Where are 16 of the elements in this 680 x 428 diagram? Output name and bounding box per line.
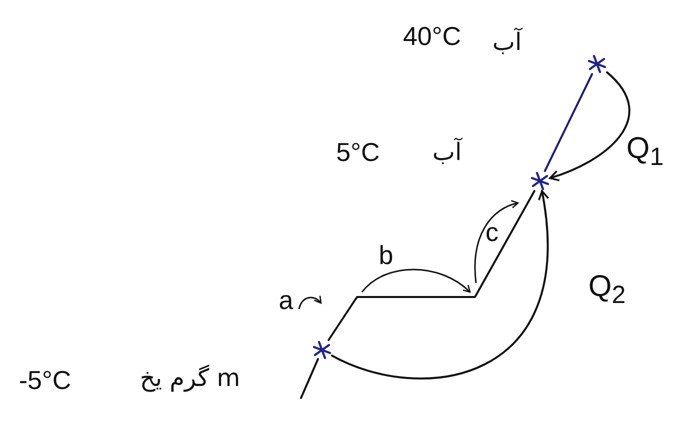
point-mark [531,172,549,190]
point-mark [588,55,606,73]
segment-label: c [486,219,498,245]
state-label: آب [432,140,462,164]
state-label: آب [492,30,522,54]
segment-label: a [278,287,294,313]
point-mark [313,341,331,359]
temperature-label: -5°C [18,367,72,393]
state-label: m گرم یخ [140,366,240,390]
temperature-label: 5°C [336,139,380,165]
segment-label: b [378,242,394,268]
temperature-label: 40°C [402,23,462,49]
heat-arrow [331,190,549,379]
curve-line [328,190,536,341]
curve-line [544,73,594,172]
heat-arrow [549,71,630,181]
